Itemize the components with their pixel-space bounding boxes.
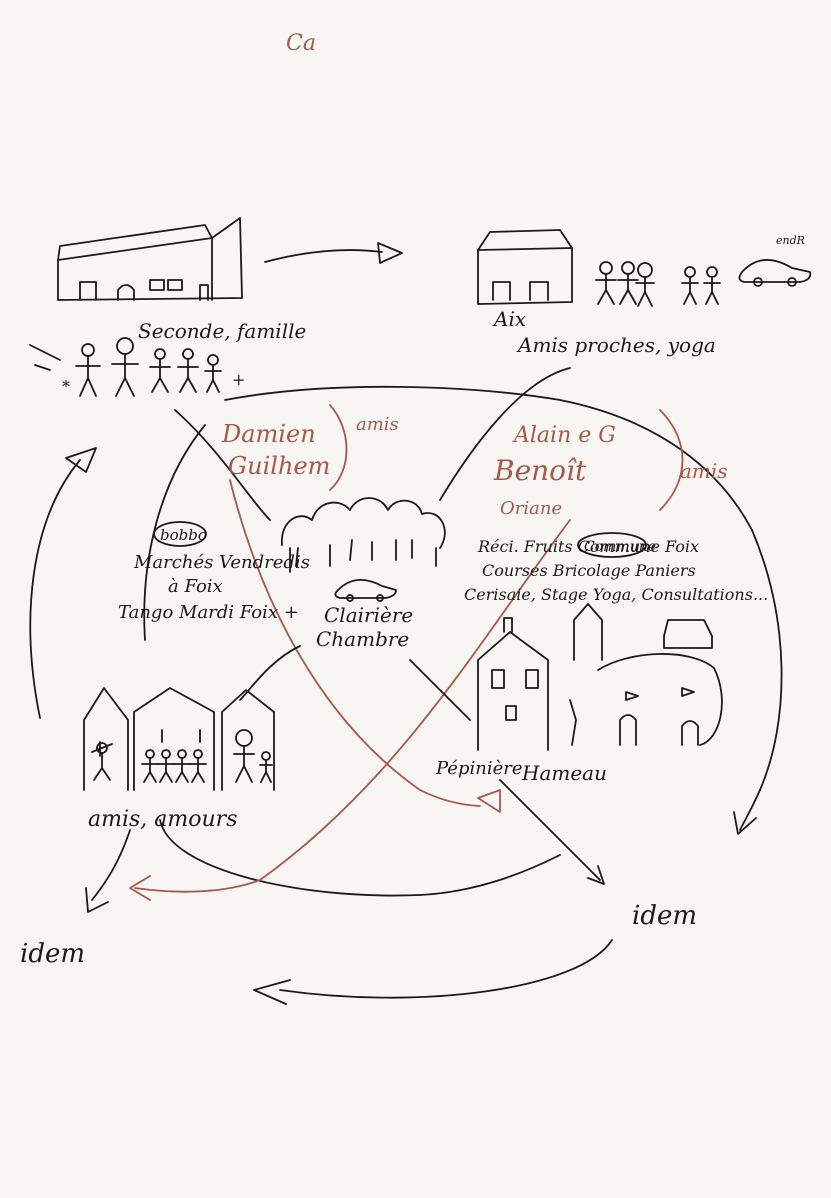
right-activities-3: Cerisaie, Stage Yoga, Consultations... xyxy=(464,585,768,604)
idem-right: idem xyxy=(632,901,697,931)
arrow-village-to-idem xyxy=(85,829,131,913)
center-line-2: Chambre xyxy=(316,627,409,651)
top-mark: Ca xyxy=(286,31,316,56)
hamlet-buildings xyxy=(477,603,723,751)
family-house-label: Seconde, famille xyxy=(138,319,306,343)
village-label: amis, amours xyxy=(88,807,238,832)
right-activities: Commune Réci. Fruits Commune Foix Course… xyxy=(464,532,768,604)
left-activities-3: Tango Mardi Foix + xyxy=(118,602,299,623)
big-circle-arc-bottom xyxy=(159,819,561,897)
car-icon xyxy=(738,259,812,287)
red-arrowhead xyxy=(477,789,501,813)
family-figures: * + xyxy=(29,337,245,397)
link-center-hamlet xyxy=(409,659,471,721)
center-car-icon xyxy=(334,579,397,602)
aix-figures xyxy=(595,261,721,307)
left-activities-2: à Foix xyxy=(168,576,223,597)
idem-left: idem xyxy=(20,939,85,969)
names-right-1: Alain e G xyxy=(512,423,616,448)
bottom-return-arrow xyxy=(253,939,613,1005)
hamlet-line-2: Hameau xyxy=(521,761,607,785)
big-circle-arc xyxy=(224,385,783,791)
red-arc-to-village xyxy=(129,519,571,901)
names-right-2: Benoît xyxy=(493,454,587,487)
car-note: endR xyxy=(776,234,805,247)
arrow-right-down xyxy=(733,789,761,835)
left-activities-badge: bobbo xyxy=(160,526,207,544)
names-left-group: Damien Guilhem amis xyxy=(221,404,399,491)
names-right-tag: amis xyxy=(680,459,728,483)
aix-house xyxy=(477,229,573,305)
clearing-trees xyxy=(281,497,446,573)
big-circle-arc-left xyxy=(143,424,206,641)
left-activities: bobbo Marchés Vendredis à Foix Tango Mar… xyxy=(118,521,310,623)
link-aix-clearing xyxy=(439,367,571,501)
right-activities-2: Courses Bricolage Paniers xyxy=(482,561,696,580)
names-left-tag: amis xyxy=(356,414,399,435)
svg-text:+: + xyxy=(232,370,245,389)
names-left-2: Guilhem xyxy=(228,452,330,480)
aix-house-label: Amis proches, yoga xyxy=(516,333,716,357)
family-house xyxy=(57,217,243,301)
arrow-family-to-aix xyxy=(264,242,403,264)
arrow-hamlet-to-idem xyxy=(499,779,605,885)
link-family-clearing xyxy=(174,409,271,521)
svg-text:*: * xyxy=(62,377,70,396)
left-activities-1: Marchés Vendredis xyxy=(133,552,310,573)
red-arc-to-hamlet xyxy=(229,479,481,807)
names-right-group: Alain e G Benoît Oriane amis xyxy=(493,409,728,519)
left-loop-arrow xyxy=(29,447,97,719)
center-line-1: Clairière xyxy=(324,603,413,627)
village-houses xyxy=(83,687,275,791)
names-right-3: Oriane xyxy=(500,498,562,519)
names-left-1: Damien xyxy=(221,420,316,448)
right-activities-badge: Commune xyxy=(584,539,656,555)
hamlet-line-1: Pépinière xyxy=(435,758,523,779)
link-center-village xyxy=(239,645,301,701)
right-activities-1: Réci. Fruits Commune Foix xyxy=(477,537,699,556)
aix-place-label: Aix xyxy=(492,307,526,331)
village-figures xyxy=(91,729,273,783)
